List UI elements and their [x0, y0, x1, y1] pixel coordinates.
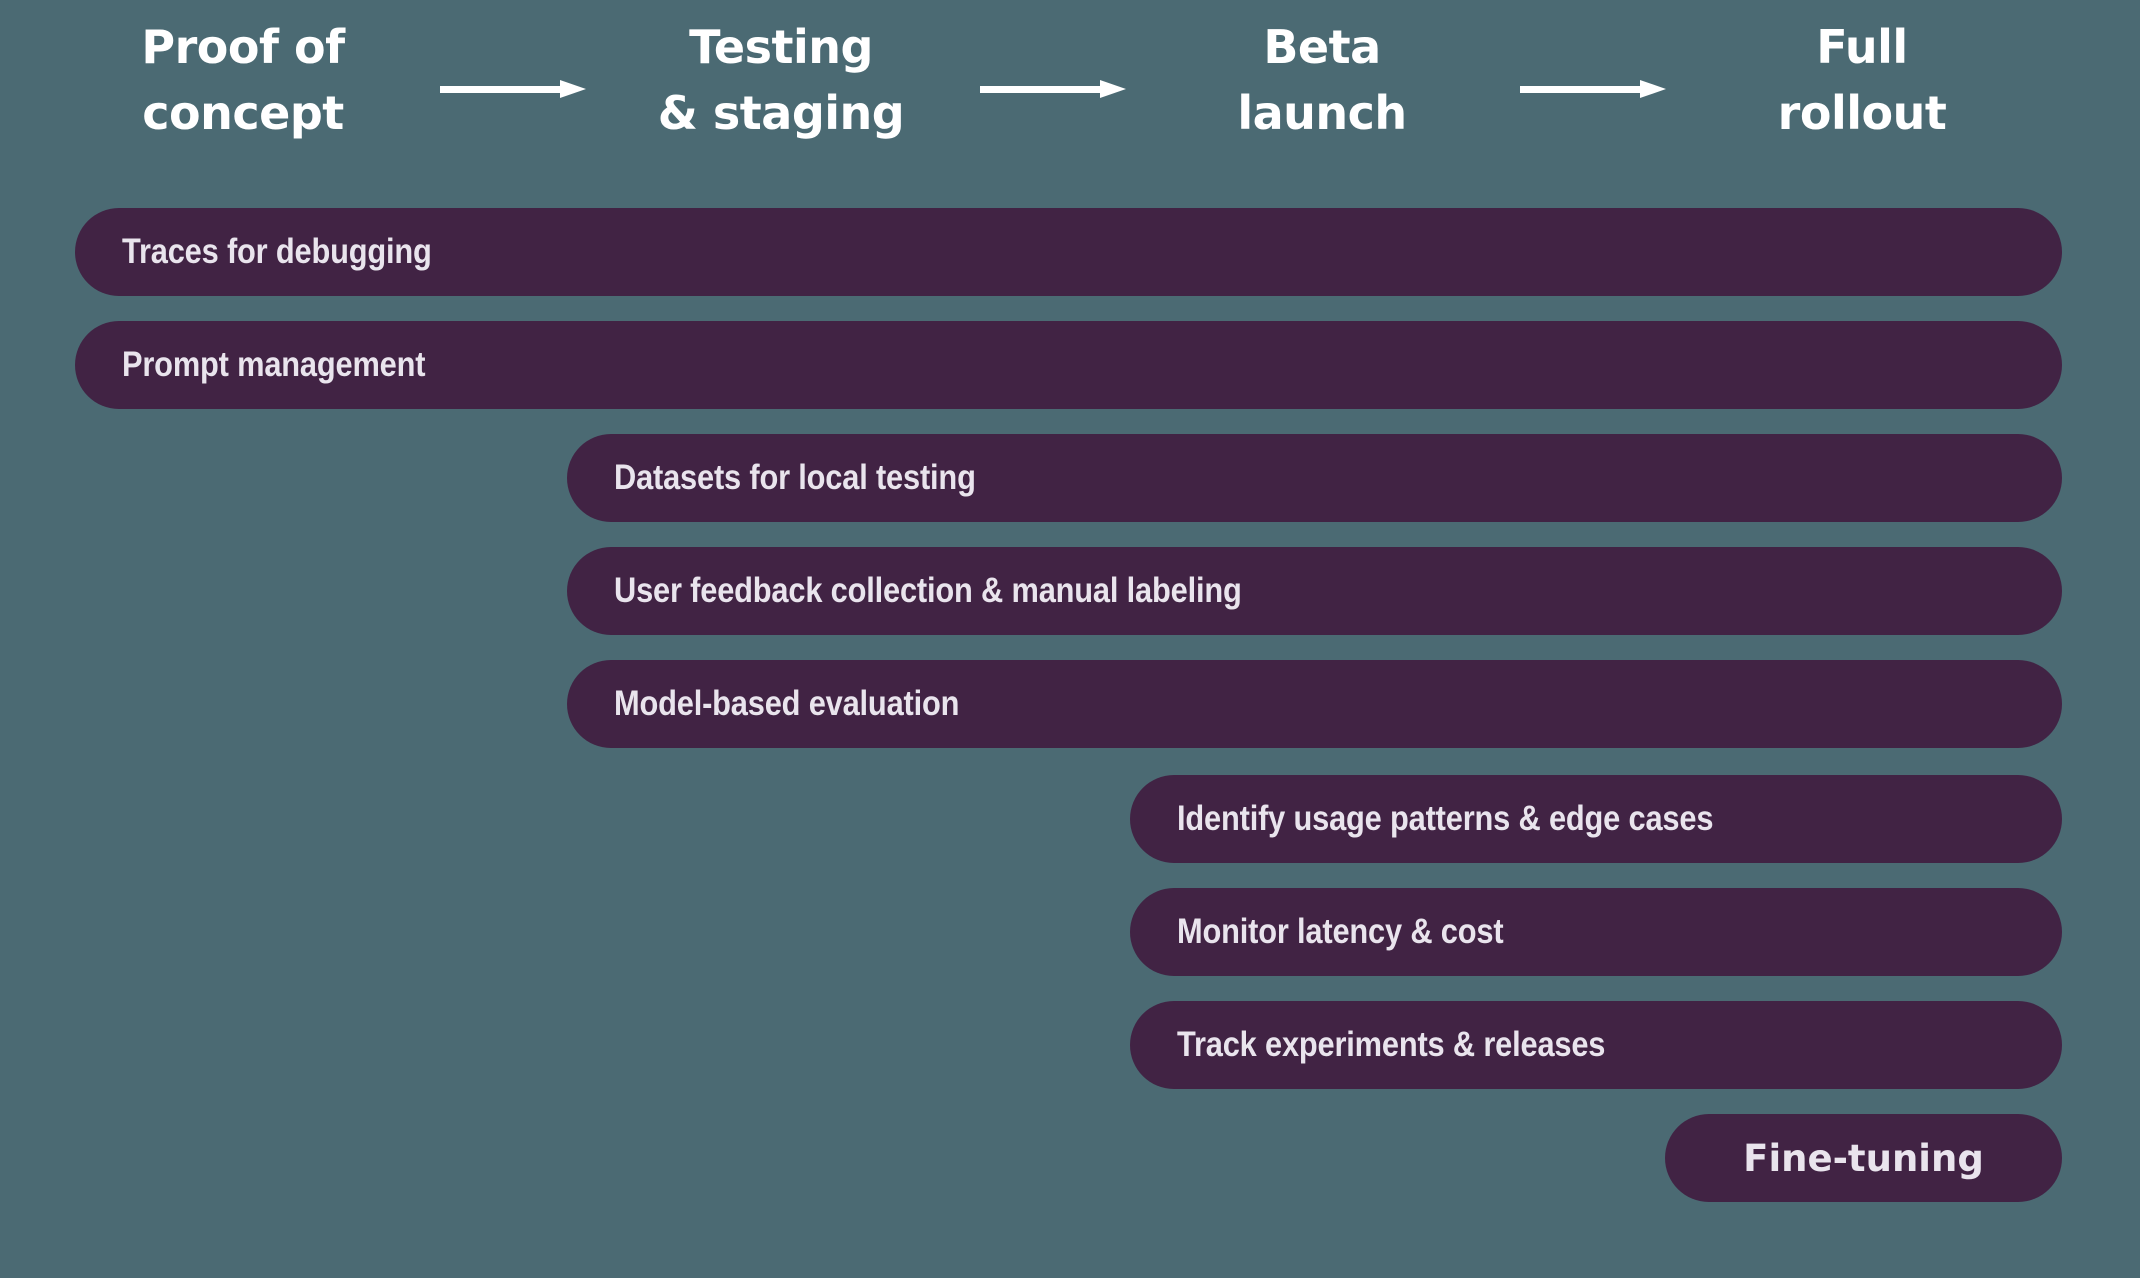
arrow-shaft: [440, 86, 562, 93]
arrow-shaft: [1520, 86, 1642, 93]
phase-label-2: Testing & staging: [657, 20, 905, 140]
capability-bar[interactable]: Prompt management: [75, 321, 2062, 409]
arrow-right-icon-3: [1520, 80, 1666, 98]
arrow-head: [560, 80, 586, 98]
arrow-head: [1100, 80, 1126, 98]
capability-bar-label: Datasets for local testing: [614, 458, 976, 497]
capability-bar[interactable]: User feedback collection & manual labeli…: [567, 547, 2062, 635]
capability-bar-label: Fine-tuning: [1743, 1136, 1984, 1180]
capability-bar-label: Prompt management: [122, 345, 426, 384]
capability-bar[interactable]: Traces for debugging: [75, 208, 2062, 296]
capability-bar-label: User feedback collection & manual labeli…: [614, 571, 1242, 610]
arrow-head: [1640, 80, 1666, 98]
capability-bar-label: Model-based evaluation: [614, 684, 960, 723]
capability-bar[interactable]: Datasets for local testing: [567, 434, 2062, 522]
phase-label-3: Beta launch: [1237, 20, 1407, 140]
capability-bar[interactable]: Fine-tuning: [1665, 1114, 2062, 1202]
arrow-right-icon-1: [440, 80, 586, 98]
capability-bar-label: Track experiments & releases: [1177, 1025, 1606, 1064]
capability-bar[interactable]: Model-based evaluation: [567, 660, 2062, 748]
capability-bar-label: Identify usage patterns & edge cases: [1177, 799, 1714, 838]
phase-label-4: Full rollout: [1777, 20, 1947, 140]
arrow-shaft: [980, 86, 1102, 93]
capability-bar-label: Traces for debugging: [122, 232, 432, 271]
arrow-right-icon-2: [980, 80, 1126, 98]
phase-label-1: Proof of concept: [141, 20, 345, 140]
capability-bar[interactable]: Identify usage patterns & edge cases: [1130, 775, 2062, 863]
capability-bar[interactable]: Monitor latency & cost: [1130, 888, 2062, 976]
capability-bar[interactable]: Track experiments & releases: [1130, 1001, 2062, 1089]
capability-bar-label: Monitor latency & cost: [1177, 912, 1504, 951]
